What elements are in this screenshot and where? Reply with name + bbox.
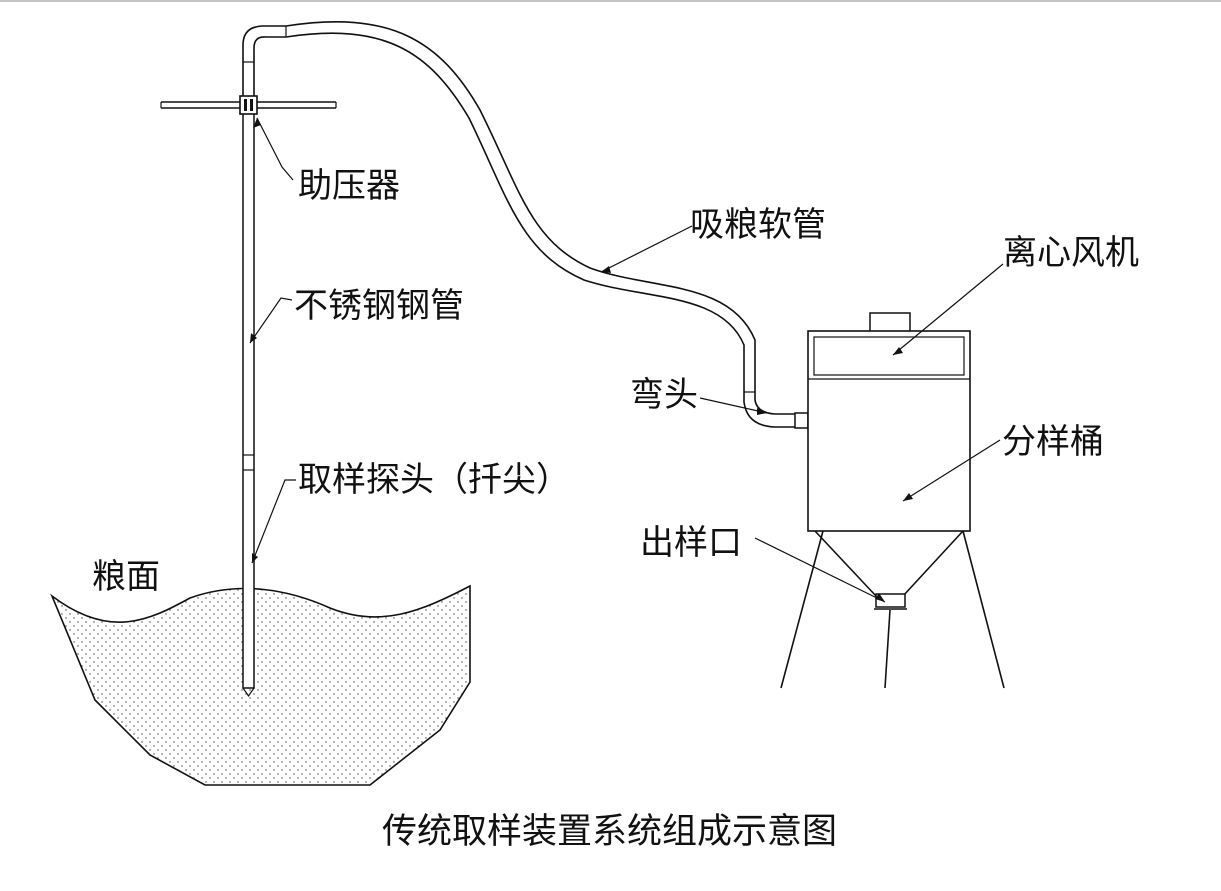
label-booster: 助压器 <box>298 166 400 206</box>
label-stainless-pipe: 不锈钢钢管 <box>294 286 464 326</box>
booster <box>160 95 337 115</box>
hopper <box>814 530 964 610</box>
grain-pile <box>50 584 471 786</box>
stainless-pipe <box>242 111 255 698</box>
pipe-bend <box>242 25 287 112</box>
suction-hose <box>285 21 756 393</box>
support-legs <box>780 530 1005 689</box>
label-bucket: 分样桶 <box>1002 422 1104 462</box>
diagram-caption: 传统取样装置系统组成示意图 <box>382 812 837 852</box>
label-outlet: 出样口 <box>640 523 742 563</box>
label-probe: 取样探头（扦尖） <box>298 460 570 500</box>
label-elbow: 弯头 <box>630 375 698 415</box>
leader-lines <box>249 117 1004 603</box>
sample-bucket <box>807 312 971 532</box>
label-grain-surface: 粮面 <box>92 557 160 597</box>
label-fan: 离心风机 <box>1003 233 1139 273</box>
label-suction-hose: 吸粮软管 <box>690 205 826 245</box>
